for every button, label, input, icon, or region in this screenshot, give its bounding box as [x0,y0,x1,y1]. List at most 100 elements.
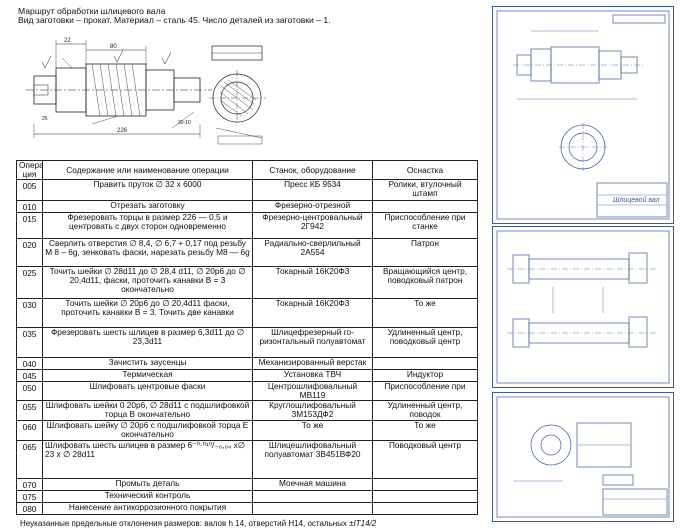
dim-small: 26 [42,116,48,122]
op-tooling: Индуктор [372,369,478,382]
spline-section-drawing [209,45,266,145]
op-number: 060 [16,420,43,441]
dim-left: 22 [64,38,71,44]
part-drawing-sheet: Шлицевой вал [492,6,674,224]
header-machine: Станок, оборудование [252,160,373,180]
op-content: Отрезать заготовку [42,200,253,213]
operations-table: Опера-ция Содержание или наименование оп… [16,160,478,515]
op-content: Зачистить заусенцы [42,357,253,370]
op-content: Сверлить отверстия ∅ 8,4, ∅ 6,7 + 0,17 п… [42,238,253,267]
op-machine: Механизированный верстак [252,357,373,370]
table-row: 070 Промыть деталь Моечная машина [16,478,478,491]
fixture-drawing-sheet [492,392,674,522]
op-machine: Радиально-сверлильный 2А554 [252,238,373,267]
op-number: 065 [16,440,43,479]
op-number: 010 [16,200,43,213]
table-row: 080 Нанесение антикоррозионного покрытия [16,502,478,515]
op-machine: Токарный 16К20Ф3 [252,266,373,299]
table-row: 060 Шлифовать шейку ∅ 20p6 с подшлифовко… [16,420,478,441]
op-number: 050 [16,381,43,401]
op-tooling [372,478,478,491]
tolerance-footnote: Неуказанные предельные отклонения размер… [20,519,376,528]
op-tooling [372,490,478,503]
op-content: Технический контроль [42,490,253,503]
op-tooling: То же [372,420,478,441]
header-tooling: Оснастка [372,160,478,180]
footnote-tail: IT14/2 [353,519,377,528]
setup-drawing-sheet [492,226,674,388]
op-content: Промыть деталь [42,478,253,491]
op-number: 040 [16,357,43,370]
op-content: Шлифовать шейки 0 20p6, ∅ 28d11 с подшли… [42,400,253,421]
table-row: 050 Шлифовать центровые фаски Центрошлиф… [16,381,478,401]
op-content: Править пруток ∅ 32 х 6000 [42,179,253,201]
dim-right: 30-10 [178,120,191,126]
table-row: 015 Фрезеровать торцы в размер 226 — 0,5… [16,212,478,239]
op-number: 055 [16,400,43,421]
op-content: Фрезеровать шесть шлицев в размер 6,3d11… [42,327,253,358]
op-machine: Токарный 16К20Ф3 [252,298,373,328]
shaft-drawing: 226 22 80 30-10 26 [26,38,212,138]
op-number: 080 [16,502,43,515]
table-row: 030 Точить шейки ∅ 20p6 до ∅ 20,4d11 фас… [16,298,478,328]
table-row: 025 Точить шейки ∅ 28d11 до ∅ 28,4 d11, … [16,266,478,299]
op-machine: Моечная машина [252,478,373,491]
op-content: Точить шейки ∅ 20p6 до ∅ 20,4d11 фаски, … [42,298,253,328]
dim-mid: 80 [110,44,117,50]
op-tooling: Вращающийся центр, поводковый патрон [372,266,478,299]
op-tooling: То же [372,298,478,328]
header-content: Содержание или наименование операции [42,160,253,180]
page-title: Маршрут обработки шлицевого вала [18,6,166,16]
op-machine: Пресс КБ 9534 [252,179,373,201]
op-content: Фрезеровать торцы в размер 226 — 0,5 и ц… [42,212,253,239]
op-content: Термическая [42,369,253,382]
op-machine: Шлицефрезерный го-ризонтальный полуавтом… [252,327,373,358]
op-tooling: Приспособление при [372,381,478,401]
op-machine: То же [252,420,373,441]
op-number: 005 [16,179,43,201]
op-machine [252,490,373,503]
op-number: 035 [16,327,43,358]
op-tooling: Поводковый центр [372,440,478,479]
op-tooling: Удлиненный центр, поводок [372,400,478,421]
table-row: 045 Термическая Установка ТВЧ Индуктор [16,369,478,382]
op-tooling: Приспособление при станке [372,212,478,239]
sheet-stamp-title: Шлицевой вал [613,196,660,204]
op-content: Точить шейки ∅ 28d11 до ∅ 28,4 d11, ∅ 20… [42,266,253,299]
op-machine: Центрошлифовальный МВ119 [252,381,373,401]
table-row: 075 Технический контроль [16,490,478,503]
op-machine: Шлицешлифовальный полуавтомат 3В451ВФ20 [252,440,373,479]
op-number: 030 [16,298,43,328]
dim-overall: 226 [117,128,128,134]
table-row: 065 Шлифовать шесть шлицев в размер 6⁻⁰·… [16,440,478,479]
table-row: 020 Сверлить отверстия ∅ 8,4, ∅ 6,7 + 0,… [16,238,478,267]
table-row: 035 Фрезеровать шесть шлицев в размер 6,… [16,327,478,358]
header-operation: Опера-ция [16,160,43,180]
op-tooling: Ролики, втулочный штамп [372,179,478,201]
op-machine: Фрезерно-центровальный 2Г942 [252,212,373,239]
op-machine [252,502,373,515]
op-number: 075 [16,490,43,503]
op-machine: Фрезерно-отрезной [252,200,373,213]
footnote-text: Неуказанные предельные отклонения размер… [20,519,354,528]
table-header-row: Опера-ция Содержание или наименование оп… [16,160,478,180]
op-number: 020 [16,238,43,267]
op-tooling [372,200,478,213]
op-content: Шлифовать шейку ∅ 20p6 с подшлифовкой то… [42,420,253,441]
op-number: 070 [16,478,43,491]
op-number: 025 [16,266,43,299]
op-content: Шлифовать центровые фаски [42,381,253,401]
op-tooling: Патрон [372,238,478,267]
page-subtitle: Вид заготовки – прокат. Материал – сталь… [18,15,331,25]
table-row: 010 Отрезать заготовку Фрезерно-отрезной [16,200,478,213]
op-content: Шлифовать шесть шлицев в размер 6⁻⁰·⁰¹⁰/… [42,440,253,479]
op-tooling: Удлиненный центр, поводковый центр [372,327,478,358]
op-machine: Круглошлифовальный 3М153ДФ2 [252,400,373,421]
table-row: 040 Зачистить заусенцы Механизированный … [16,357,478,370]
op-content: Нанесение антикоррозионного покрытия [42,502,253,515]
table-row: 055 Шлифовать шейки 0 20p6, ∅ 28d11 с по… [16,400,478,421]
op-tooling [372,357,478,370]
op-number: 015 [16,212,43,239]
op-tooling [372,502,478,515]
op-number: 045 [16,369,43,382]
